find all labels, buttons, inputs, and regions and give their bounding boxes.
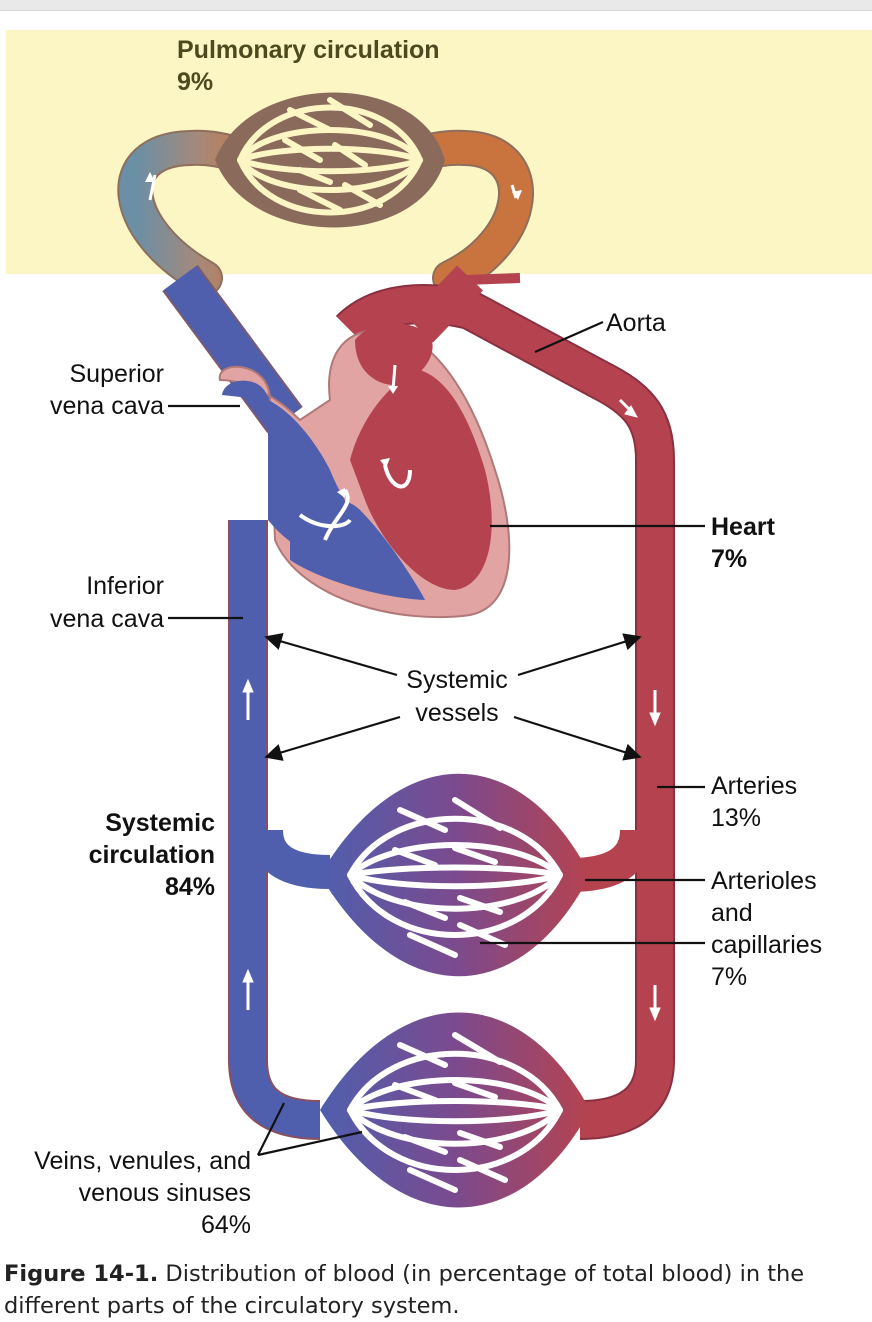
heart-label: Heart [711,513,776,541]
systemic-circulation-label-line1: Systemic [105,809,215,837]
figure-caption-text: Distribution of blood (in percentage of … [4,1261,805,1319]
systemic-circulation-label-line2: circulation [89,841,215,869]
pulmonary-circulation-title: Pulmonary circulation [177,36,440,64]
veins-label-line2: venous sinuses [79,1179,251,1207]
capillary-bed-lower [320,1012,590,1208]
heart [218,323,511,619]
heart-percent: 7% [711,545,747,573]
capillary-bed-upper [320,773,590,977]
figure-number: Figure 14-1. [4,1261,159,1287]
superior-vena-cava-label-line1: Superior [70,360,165,388]
arterioles-label-line3: capillaries [711,931,822,959]
figure-caption: Figure 14-1. Distribution of blood (in p… [4,1258,864,1322]
aorta-label: Aorta [606,309,666,337]
arterioles-percent: 7% [711,963,747,991]
flow-arrows [242,398,661,1022]
systemic-vessels-label-line1: Systemic [406,666,507,694]
arterioles-label-line2: and [711,899,753,927]
veins-percent: 64% [201,1211,251,1239]
venous-trunk [162,264,331,1140]
inferior-vena-cava-label-line1: Inferior [86,572,164,600]
pulmonary-loop [117,92,534,296]
systemic-vessels-label-line2: vessels [415,699,498,727]
pulmonary-circulation-percent: 9% [177,68,213,96]
systemic-circulation-percent: 84% [165,873,215,901]
inferior-vena-cava-label-line2: vena cava [50,605,164,633]
arterioles-label-line1: Arterioles [711,867,817,895]
arteries-label: Arteries [711,772,797,800]
veins-label-line1: Veins, venules, and [34,1147,251,1175]
superior-vena-cava-label-line2: vena cava [50,392,164,420]
top-toolbar-strip [0,0,872,11]
circulatory-system-diagram: Pulmonary circulation 9% Aorta Superior … [6,30,872,1239]
arteries-percent: 13% [711,804,761,832]
leader-lines [168,320,705,1157]
